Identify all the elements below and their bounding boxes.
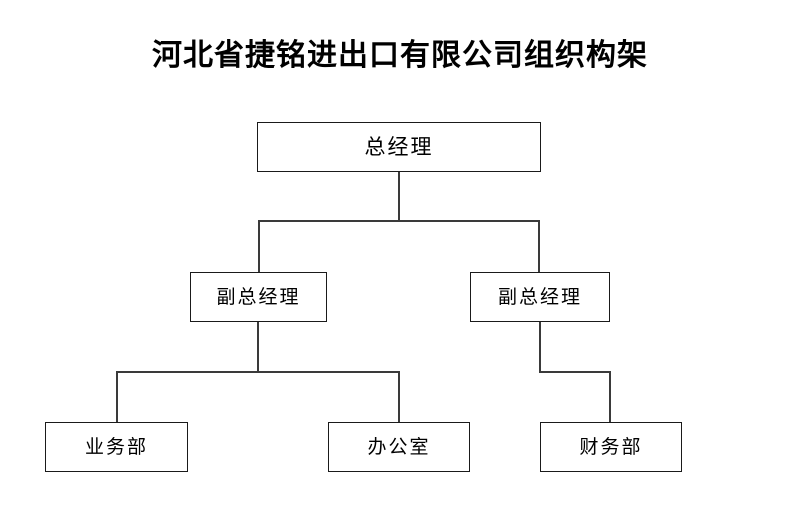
connector-deputy-right-to-finance — [609, 371, 611, 422]
connector-deputy-left-to-office — [398, 371, 400, 422]
org-node-label: 办公室 — [367, 436, 431, 458]
org-node-label: 副总经理 — [497, 286, 582, 308]
org-node-finance-department[interactable]: 财务部 — [540, 422, 682, 472]
connector-deputy-left-to-business — [116, 371, 118, 422]
org-node-deputy-general-manager-right[interactable]: 副总经理 — [470, 272, 610, 322]
connector-deputy-right-bus — [539, 371, 611, 373]
connector-gm-drop — [398, 172, 400, 220]
org-node-office[interactable]: 办公室 — [328, 422, 470, 472]
org-node-label: 总经理 — [364, 134, 434, 159]
connector-deputy-left-bus — [116, 371, 399, 373]
org-node-label: 副总经理 — [216, 286, 301, 308]
org-node-general-manager[interactable]: 总经理 — [257, 122, 541, 172]
org-node-label: 业务部 — [84, 436, 148, 458]
connector-gm-to-deputy-left — [258, 220, 260, 272]
connector-gm-bus — [258, 220, 540, 222]
connector-deputy-right-drop — [539, 322, 541, 371]
connector-deputy-left-drop — [257, 322, 259, 371]
org-node-business-department[interactable]: 业务部 — [45, 422, 188, 472]
connector-gm-to-deputy-right — [538, 220, 540, 272]
org-node-label: 财务部 — [579, 436, 643, 458]
page-title: 河北省捷铭进出口有限公司组织构架 — [152, 39, 648, 72]
org-node-deputy-general-manager-left[interactable]: 副总经理 — [190, 272, 327, 322]
